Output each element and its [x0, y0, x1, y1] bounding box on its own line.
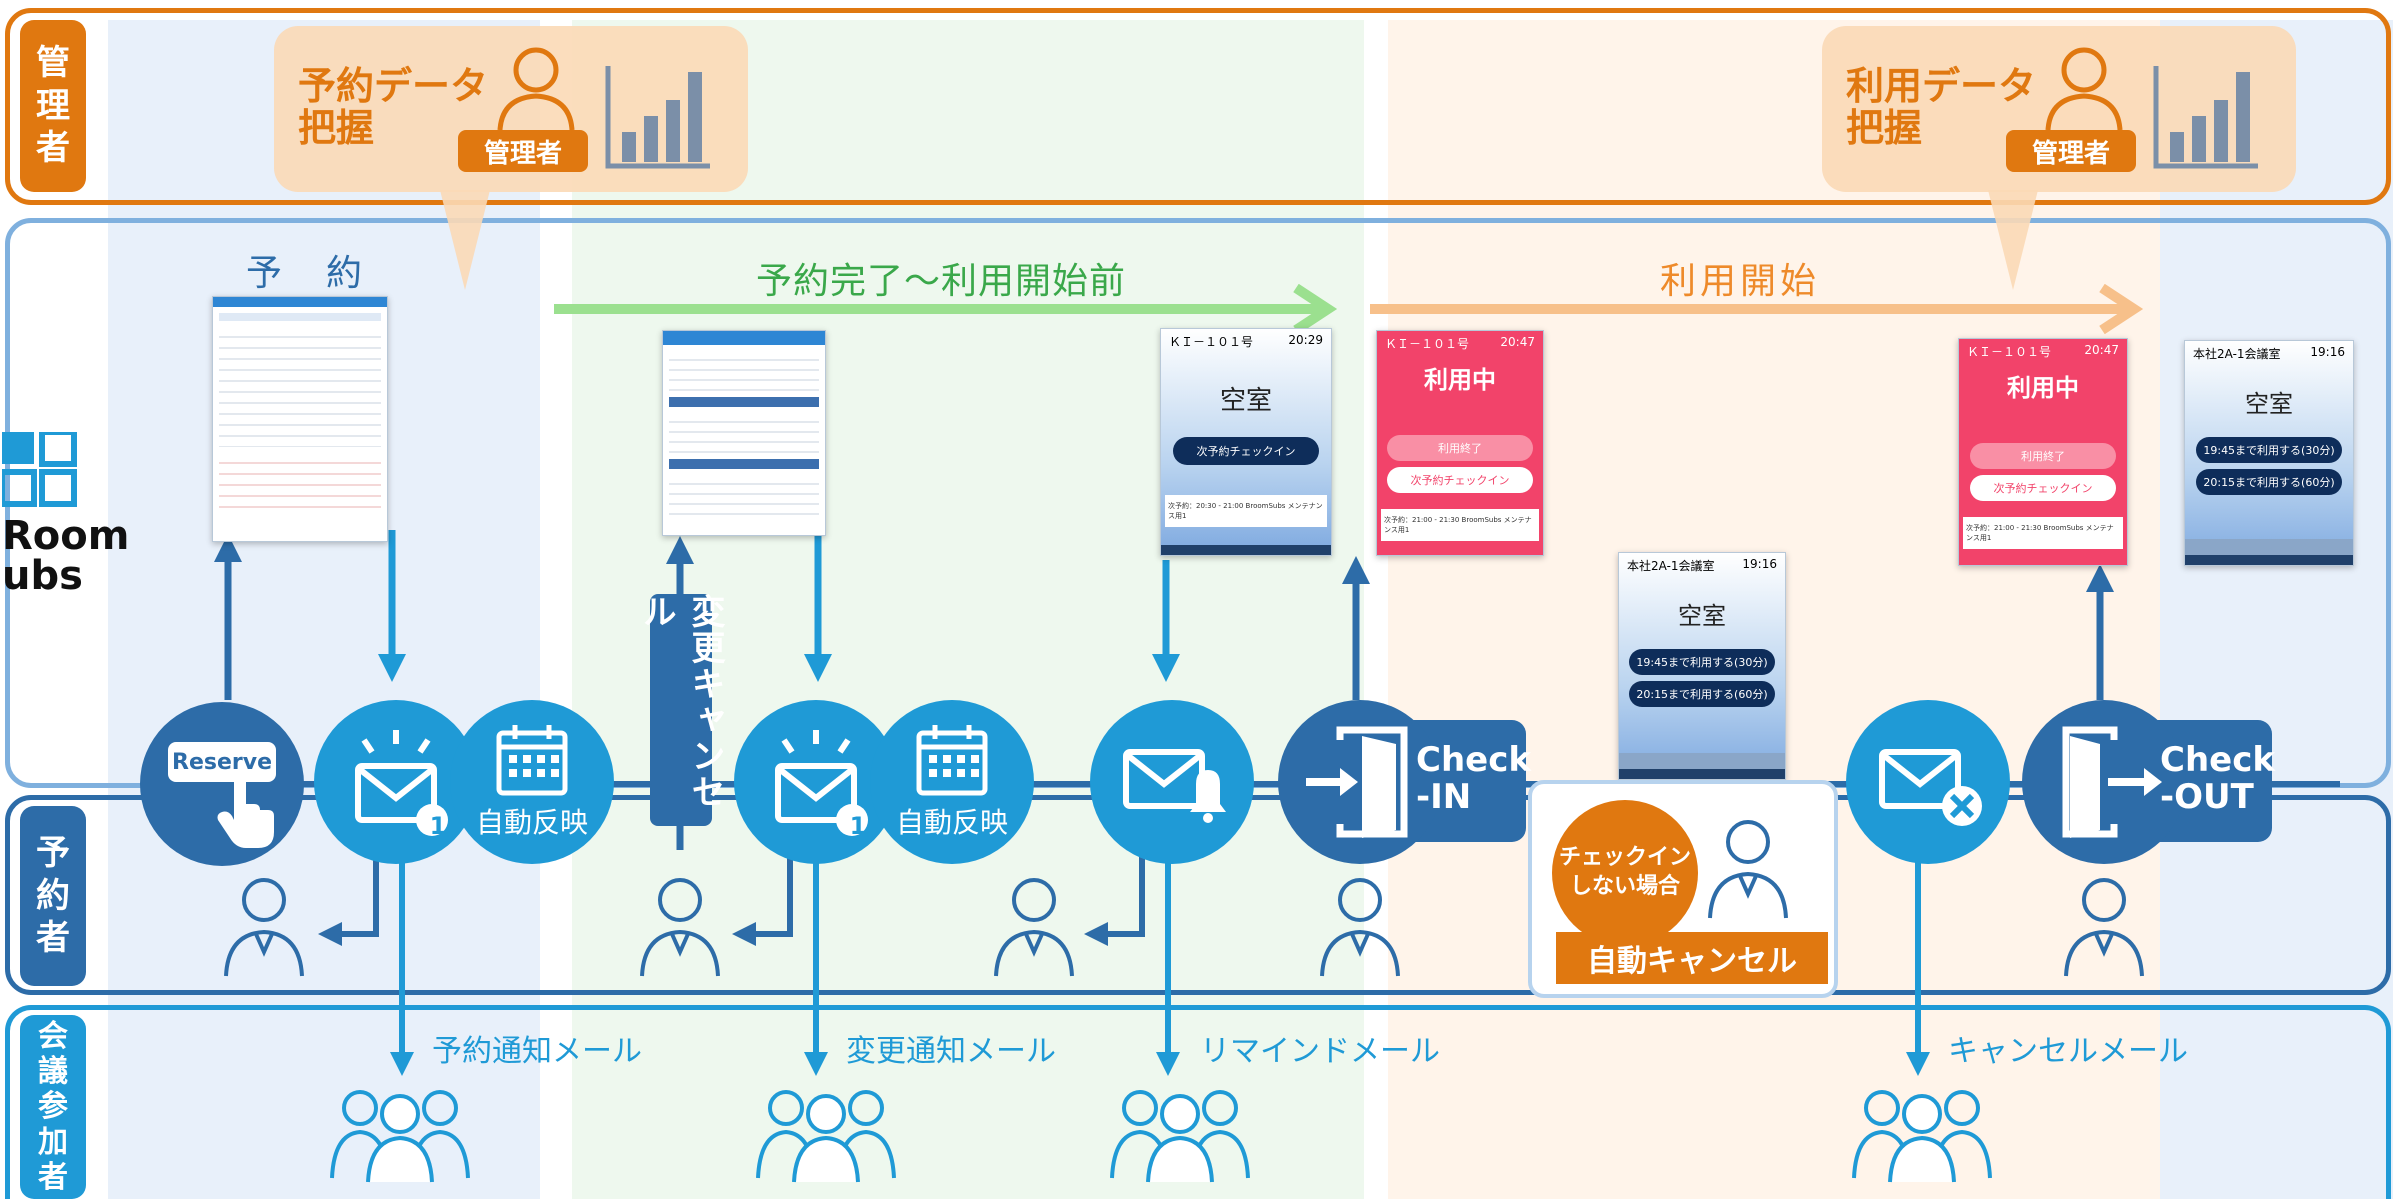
room-time: 20:29: [1288, 333, 1323, 347]
mail-badge: 1: [429, 812, 447, 840]
reserver-person-icon: [1320, 878, 1400, 977]
check-in-label: Check -IN: [1416, 740, 1531, 818]
mail-burst-icon: [355, 730, 448, 836]
brand-name-2: ubs: [2, 553, 83, 599]
phase-start-use: 利用開始: [1660, 261, 1821, 302]
mail-burst-icon: [775, 730, 868, 836]
bar-chart-icon: [2153, 66, 2258, 169]
bubble-tail-2: [1988, 190, 2038, 290]
reserve-action: Reserve: [140, 702, 304, 866]
arrow-before-use: [554, 284, 1338, 334]
admin-tag-2: 管理者: [2006, 130, 2136, 172]
brand-logo-icon: [2, 432, 77, 507]
lane-participants: [5, 1005, 2391, 1199]
brand-logo: Room ubs: [2, 432, 129, 602]
check-out-action: [2022, 700, 2186, 864]
door-enter-icon: [1306, 726, 1408, 838]
change-notice-mail-label: 変更通知メール: [846, 1034, 1056, 1069]
reserver-person-icon: [640, 878, 720, 977]
arrow-start-use: [1370, 284, 2144, 334]
calendar-icon: [916, 725, 988, 796]
reserver-person-icon: [994, 878, 1074, 977]
zone-after-use: [2160, 20, 2393, 1199]
next-reservation: 次予約：20:30 - 21:00 BroomSubs メンテナンス用1: [1165, 495, 1327, 527]
lane-label-admin: 管理者: [20, 20, 86, 192]
change-cancel-box: 変更キャンセル: [636, 594, 725, 826]
phase-before-use: 予約完了〜利用開始前: [756, 261, 1127, 302]
auto-reflect-label: 自動反映: [475, 806, 588, 839]
auto-reflect-label: 自動反映: [895, 806, 1008, 839]
reserver-person-icon: [2064, 878, 2144, 977]
room-name: ＫＩ－１０１号: [1169, 335, 1254, 349]
cancel-mail-action: [1846, 700, 2010, 864]
room-status: 空室: [1678, 602, 1726, 630]
mail-bell-icon: [1123, 749, 1226, 823]
participant-group-icon: [756, 1090, 896, 1183]
participant-group-icon: [330, 1090, 470, 1183]
lane-label-reserver: 予約者: [20, 806, 86, 986]
room-status: 利用中: [2007, 374, 2079, 402]
bubble-tail-1: [440, 190, 490, 290]
room-status: 空室: [1219, 386, 1272, 416]
hand-pointer-icon: [217, 770, 274, 848]
cancel-mail-label: キャンセルメール: [1948, 1034, 2188, 1069]
door-exit-icon: [2062, 726, 2162, 838]
bar-chart-icon: [605, 66, 710, 169]
brand-name-1: Room: [2, 513, 130, 559]
end-use-button: 利用終了: [1970, 443, 2116, 469]
next-checkin-button: 次予約チェックイン: [1387, 467, 1533, 493]
room-status: 利用中: [1424, 366, 1496, 394]
admin-bubble-title-1: 予約データ 把握: [298, 64, 489, 150]
next-checkin-button: 次予約チェックイン: [1970, 475, 2116, 501]
check-out-label: Check -OUT: [2160, 740, 2275, 818]
room-status: 空室: [2245, 390, 2293, 418]
no-checkin-badge: チェックイン しない場合: [1552, 800, 1698, 946]
next-checkin-button: 次予約チェックイン: [1173, 437, 1319, 465]
auto-reflect-action-1: 自動反映: [450, 700, 614, 864]
room-panel-vacant-1: ＫＩ－１０１号 20:29 空室 次予約チェックイン 次予約：20:30 - 21…: [1160, 328, 1332, 556]
reserve-label: Reserve: [168, 742, 276, 782]
auto-cancel-label: 自動キャンセル: [1556, 932, 1828, 984]
mail-badge: 1: [849, 812, 867, 840]
admin-person-icon: [2045, 47, 2123, 131]
mail-x-icon: [1879, 749, 1982, 826]
remind-mail-label: リマインドメール: [1200, 1034, 1440, 1069]
admin-person-icon: [497, 47, 575, 131]
remind-mail-action: [1090, 700, 1254, 864]
lane-admin: [5, 8, 2391, 205]
phase-reserve: 予 約: [246, 253, 367, 294]
reservation-form-screenshot: [212, 296, 388, 542]
change-form-screenshot: [662, 330, 826, 536]
reserve-notice-mail-label: 予約通知メール: [432, 1034, 642, 1069]
reserver-person-icon: [224, 878, 304, 977]
lane-label-participants: 会議参加者: [20, 1015, 86, 1199]
auto-reflect-action-2: 自動反映: [870, 700, 1034, 864]
end-use-button: 利用終了: [1387, 435, 1533, 461]
calendar-icon: [496, 725, 568, 796]
admin-bubble-title-2: 利用データ 把握: [1846, 64, 2037, 150]
reserver-person-icon: [1708, 820, 1788, 919]
admin-tag-1: 管理者: [458, 130, 588, 172]
participant-group-icon: [1852, 1090, 1992, 1183]
check-in-action: [1278, 700, 1442, 864]
participant-group-icon: [1110, 1090, 1250, 1183]
